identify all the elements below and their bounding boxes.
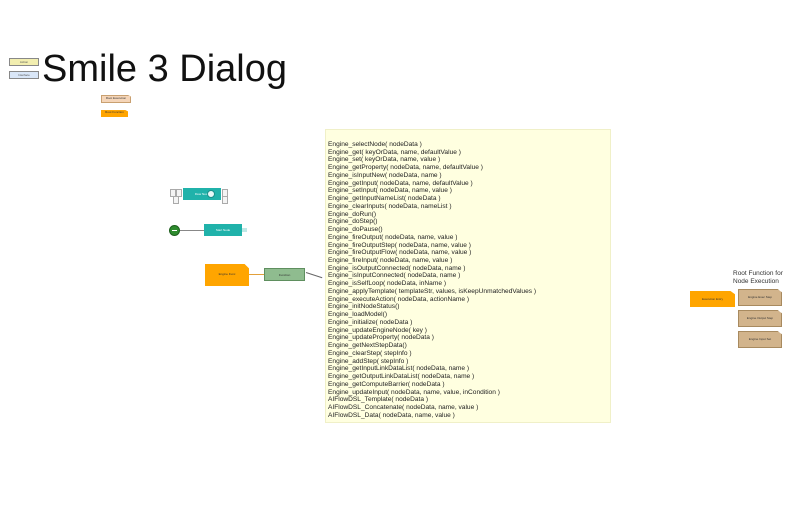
api-item: Engine_get( keyOrData, name, defaultValu…: [328, 148, 461, 156]
api-item: Engine_selectNode( nodeData ): [328, 141, 422, 148]
legend-action: Action: [9, 58, 39, 66]
flow-node-status-icon: [207, 190, 215, 198]
api-list: Engine_selectNode( nodeData )Engine_get(…: [328, 141, 536, 419]
api-item: Engine_addStep( stepInfo ): [328, 357, 409, 365]
api-item: Engine_initialize( nodeData ): [328, 318, 413, 326]
api-item: Engine_fireOutput( nodeData, name, value…: [328, 233, 458, 241]
api-item: Engine_getProperty( nodeData, name, defa…: [328, 164, 483, 172]
api-note: [325, 129, 611, 423]
page-title: Smile 3 Dialog: [42, 48, 287, 90]
api-item: Engine_set( keyOrData, name, value ): [328, 156, 441, 164]
api-item: Engine_loadModel(): [328, 311, 388, 319]
root-execution-tag[interactable]: Root Execution: [101, 95, 131, 103]
api-item: Engine_setInput( nodeData, name, value ): [328, 187, 452, 195]
function-node[interactable]: Function: [264, 268, 305, 281]
execution-entry-node[interactable]: Execution Entry: [690, 291, 735, 307]
root-function-tag[interactable]: Root Function: [101, 110, 128, 117]
start-node-label: Start Node: [215, 228, 231, 232]
engine-func-node-label: Engine Func: [218, 272, 236, 276]
api-item: Engine_doPause(): [328, 226, 383, 234]
flow-node-input-port[interactable]: [176, 189, 182, 197]
start-node[interactable]: Start Node: [204, 224, 242, 236]
api-item: Engine_fireOutputFlow( nodeData, name, v…: [328, 249, 472, 257]
api-item: Engine_fireInput( nodeData, name, value …: [328, 257, 453, 265]
api-item: Engine_fireOutputStep( nodeData, name, v…: [328, 241, 471, 249]
start-node-output-port[interactable]: [242, 228, 247, 232]
start-link: [180, 230, 204, 231]
legend-interface: Interface: [9, 71, 39, 79]
api-item: Engine_clearInputs( nodeData, nameList ): [328, 202, 452, 210]
root-function-title: Root Function for Node Execution: [733, 270, 783, 286]
api-item: Engine_getComputeBarrier( nodeData ): [328, 380, 445, 388]
orange-to-green-link: [249, 274, 264, 275]
api-item: Engine_initNodeStatus(): [328, 303, 400, 311]
flow-node-label: Flow Node: [194, 192, 210, 196]
api-item: Engine_clearStep( stepInfo ): [328, 349, 412, 357]
api-item: Engine_getOutputLinkDataList( nodeData, …: [328, 373, 475, 381]
root-item-node[interactable]: Engine Input Set: [738, 331, 782, 348]
root-function-title-line2: Node Execution: [733, 278, 779, 285]
execution-entry-label: Execution Entry: [701, 297, 723, 301]
root-item-label: Engine Output Step: [746, 316, 774, 320]
api-item: Engine_doStep(): [328, 218, 378, 226]
api-item: Engine_updateEngineNode( key ): [328, 326, 427, 334]
api-item: Engine_getInputLinkDataList( nodeData, n…: [328, 365, 470, 373]
api-item: Engine_applyTemplate( templateStr, value…: [328, 287, 537, 295]
api-item: Engine_isOutputConnected( nodeData, name…: [328, 264, 466, 272]
api-item: Engine_updateInput( nodeData, name, valu…: [328, 388, 500, 396]
root-function-title-line1: Root Function for: [733, 270, 783, 277]
root-item-label: Engine Exec Step: [748, 295, 772, 299]
start-circle-icon[interactable]: [169, 225, 180, 236]
api-item: Engine_getNextStepData(): [328, 342, 407, 350]
api-item: Engine_isInputNew( nodeData, name ): [328, 171, 442, 179]
api-item: Engine_updateProperty( nodeData ): [328, 334, 434, 342]
function-node-output-link: [305, 272, 323, 279]
api-item: Engine_getInput( nodeData, name, default…: [328, 179, 473, 187]
api-item: AIFlowDSL_Concatenate( nodeData, name, v…: [328, 403, 479, 411]
root-item-node[interactable]: Engine Exec Step: [738, 289, 782, 306]
api-item: Engine_isInputConnected( nodeData, name …: [328, 272, 461, 280]
flow-node[interactable]: Flow Node: [183, 188, 221, 200]
function-node-label: Function: [278, 273, 291, 277]
api-item: Engine_doRun(): [328, 210, 377, 218]
api-item: Engine_isSelfLoop( nodeData, inName ): [328, 280, 447, 288]
api-item: Engine_executeAction( nodeData, actionNa…: [328, 295, 470, 303]
root-item-label: Engine Input Set: [748, 337, 772, 341]
api-item: AIFlowDSL_Template( nodeData ): [328, 396, 429, 404]
api-item: Engine_getInputNameList( nodeData ): [328, 195, 441, 203]
flow-node-output-port[interactable]: [222, 196, 228, 204]
flow-node-input-port[interactable]: [173, 196, 179, 204]
engine-func-node[interactable]: Engine Func: [205, 264, 249, 286]
api-item: AIFlowDSL_Data( nodeData, name, value ): [328, 411, 455, 419]
root-item-node[interactable]: Engine Output Step: [738, 310, 782, 327]
